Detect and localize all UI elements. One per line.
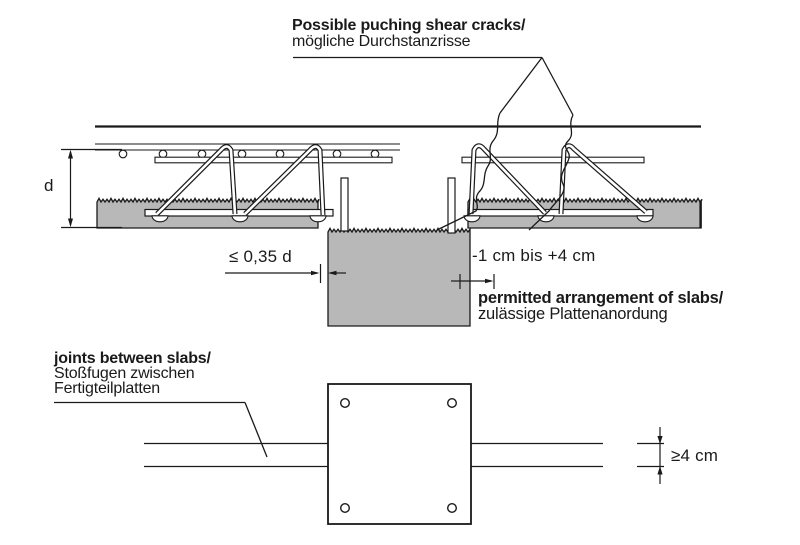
girder-top-chord-left [154,156,393,164]
arrangement-label-en: permitted arrangement of slabs/ [478,289,724,307]
bar-chair [309,215,327,223]
joints-leader-leg [244,402,268,458]
column-section [327,227,471,327]
bar-chair [151,215,169,223]
slab-offset-dimension [225,264,346,283]
dim-arrow-up [68,149,73,159]
joint-dowel-right [447,177,456,234]
crack-line-1 [436,112,501,231]
dim-arrow-left [328,270,337,276]
cross-section [61,56,703,327]
plan-view [54,383,664,525]
arrangement-label-de: zulässige Plattenanordung [478,304,668,323]
bottom-chord-plate-left [144,208,334,217]
joints-label: joints between slabs/ Stoßfugen zwischen… [54,350,211,397]
depth-dimension [61,148,122,229]
column-rebars [340,398,458,514]
support-tolerance-dim-label: -1 cm bis +4 cm [472,246,596,265]
column-rebar-circle [447,503,458,514]
crack-leader-leg [541,57,574,116]
shear-loop-core [244,145,325,216]
dim-arrow-down [657,436,663,444]
dim-arrow-down [68,218,73,228]
shear-loops [155,143,648,216]
bar-chairs [151,215,654,223]
crack-label-de: mögliche Durchstanzrisse [292,32,471,50]
joints-leader [54,401,268,458]
girder-top-chord-right [461,156,645,164]
dim-arrow-right [311,270,320,276]
shear-loop-core [559,144,647,215]
joints-label-de-1: Stoßfugen zwischen [54,365,195,382]
effective-depth-label: d [44,176,54,195]
bar-chair [231,215,249,223]
shear-loop-core [469,144,546,215]
slab-offset-dim-label: ≤ 0,35 d [229,247,292,266]
slab-joint-lines [144,442,603,468]
bar-chair [636,215,654,223]
arrangement-label: permitted arrangement of slabs/ zulässig… [478,289,724,323]
transverse-bars [118,149,380,159]
column-rebar-circle [447,398,458,409]
column-plan-square [327,383,472,525]
crack-line-2 [528,114,574,231]
support-tolerance-dimension [451,274,495,289]
dim-arrow-up [657,466,663,475]
shear-loop-core [156,145,237,215]
joints-label-de-2: Fertigteilplatten [54,380,160,397]
column-rebar-circle [340,503,351,514]
crack-leader-leg [499,57,543,114]
bar-chair [463,215,481,223]
crack-leader [293,56,574,116]
joint-dowel-left [340,177,349,232]
crack-label: Possible puching shear cracks/ mögliche … [292,18,525,49]
joint-width-dimension [637,427,664,484]
dim-arrow-right [485,278,494,284]
joints-label-en: joints between slabs/ [54,350,211,367]
column-rebar-circle [340,398,351,409]
crack-label-en: Possible puching shear cracks/ [292,17,526,34]
transverse-bar-circle [118,149,128,159]
joint-width-dim-label: ≥4 cm [671,446,719,465]
